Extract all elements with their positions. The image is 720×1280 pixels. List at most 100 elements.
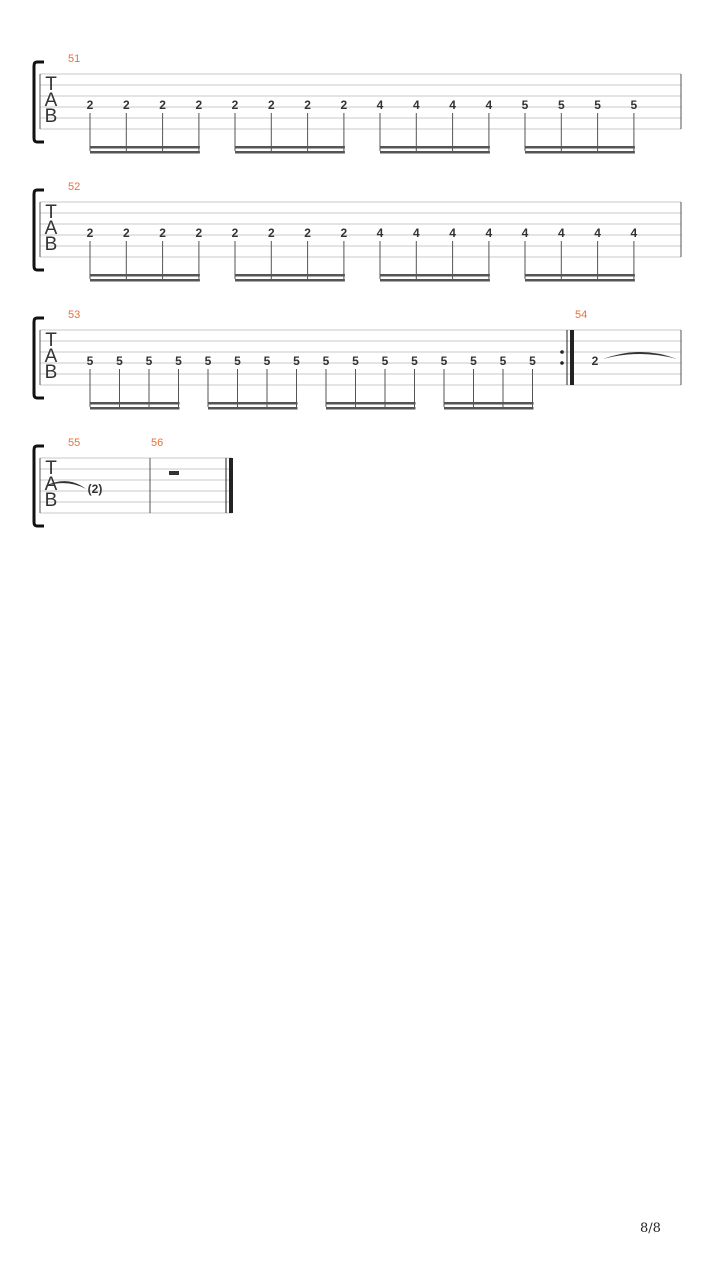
page-number: 8/8 <box>640 1221 661 1236</box>
fret-number: 2 <box>159 98 166 112</box>
measure-number: 52 <box>68 181 80 193</box>
fret-number: 2 <box>123 226 130 240</box>
fret-number: 5 <box>382 354 389 368</box>
tab-clef-letter: A <box>45 90 58 111</box>
beam <box>525 274 635 277</box>
fret-number: 5 <box>87 354 94 368</box>
fret-number: 2 <box>123 98 130 112</box>
tab-clef-letter: B <box>45 362 58 383</box>
beam <box>380 146 490 149</box>
fret-number: 2 <box>592 354 599 368</box>
beam <box>90 279 200 282</box>
beam <box>444 407 534 410</box>
fret-number: 5 <box>558 98 565 112</box>
beam <box>90 407 180 410</box>
fret-number: 2 <box>196 226 203 240</box>
tab-clef-letter: T <box>45 202 57 223</box>
repeat-barline-thick <box>570 330 574 385</box>
fret-number: 2 <box>87 98 94 112</box>
tab-clef-letter: A <box>45 346 58 367</box>
system-bracket <box>32 444 44 528</box>
beam <box>235 146 345 149</box>
fret-number: 5 <box>352 354 359 368</box>
fret-number: 2 <box>87 226 94 240</box>
fret-number: 5 <box>631 98 638 112</box>
fret-number: 4 <box>558 226 565 240</box>
fret-number: 2 <box>232 98 239 112</box>
fret-number: 2 <box>341 98 348 112</box>
system-bracket <box>32 188 44 272</box>
fret-number: 5 <box>175 354 182 368</box>
fret-number: 2 <box>341 226 348 240</box>
tab-clef-letter: A <box>45 218 58 239</box>
beam <box>444 402 534 405</box>
fret-number: 2 <box>196 98 203 112</box>
beam <box>90 151 200 154</box>
tab-clef-letter: T <box>45 330 57 351</box>
final-barline-thick <box>229 458 233 513</box>
fret-number: (2) <box>88 482 103 496</box>
fret-number: 4 <box>594 226 601 240</box>
tab-clef-letter: T <box>45 74 57 95</box>
beam <box>326 407 416 410</box>
fret-number: 4 <box>413 226 420 240</box>
fret-number: 4 <box>377 98 384 112</box>
beam <box>235 151 345 154</box>
fret-number: 2 <box>268 226 275 240</box>
beam <box>525 279 635 282</box>
fret-number: 4 <box>413 98 420 112</box>
tab-clef-letter: A <box>45 474 58 495</box>
fret-number: 2 <box>304 98 311 112</box>
fret-number: 2 <box>232 226 239 240</box>
fret-number: 2 <box>304 226 311 240</box>
fret-number: 4 <box>449 98 456 112</box>
fret-number: 5 <box>264 354 271 368</box>
beam <box>208 402 298 405</box>
fret-number: 5 <box>411 354 418 368</box>
system-bracket <box>32 316 44 400</box>
fret-number: 5 <box>116 354 123 368</box>
fret-number: 5 <box>500 354 507 368</box>
fret-number: 5 <box>594 98 601 112</box>
fret-number: 5 <box>205 354 212 368</box>
beam <box>525 146 635 149</box>
repeat-dot <box>560 361 564 365</box>
whole-rest <box>169 471 179 475</box>
tie-arc <box>603 352 677 359</box>
fret-number: 2 <box>159 226 166 240</box>
tab-clef-letter: B <box>45 490 58 511</box>
fret-number: 5 <box>441 354 448 368</box>
beam <box>380 151 490 154</box>
measure-number: 53 <box>68 309 80 321</box>
fret-number: 4 <box>486 98 493 112</box>
fret-number: 2 <box>268 98 275 112</box>
fret-number: 5 <box>234 354 241 368</box>
fret-number: 5 <box>146 354 153 368</box>
fret-number: 4 <box>631 226 638 240</box>
measure-number: 56 <box>151 437 163 449</box>
beam <box>208 407 298 410</box>
fret-number: 5 <box>522 98 529 112</box>
fret-number: 4 <box>486 226 493 240</box>
fret-number: 5 <box>529 354 536 368</box>
measure-number: 55 <box>68 437 80 449</box>
fret-number: 4 <box>449 226 456 240</box>
system-bracket <box>32 60 44 144</box>
fret-number: 4 <box>377 226 384 240</box>
fret-number: 5 <box>293 354 300 368</box>
fret-number: 5 <box>323 354 330 368</box>
tab-clef-letter: T <box>45 458 57 479</box>
beam <box>90 146 200 149</box>
beam <box>90 402 180 405</box>
beam <box>235 279 345 282</box>
beam <box>525 151 635 154</box>
tie-arc <box>45 481 86 489</box>
fret-number: 4 <box>522 226 529 240</box>
beam <box>380 274 490 277</box>
measure-number: 54 <box>575 309 587 321</box>
measure-number: 51 <box>68 53 80 65</box>
beam <box>326 402 416 405</box>
beam <box>235 274 345 277</box>
tab-clef-letter: B <box>45 234 58 255</box>
